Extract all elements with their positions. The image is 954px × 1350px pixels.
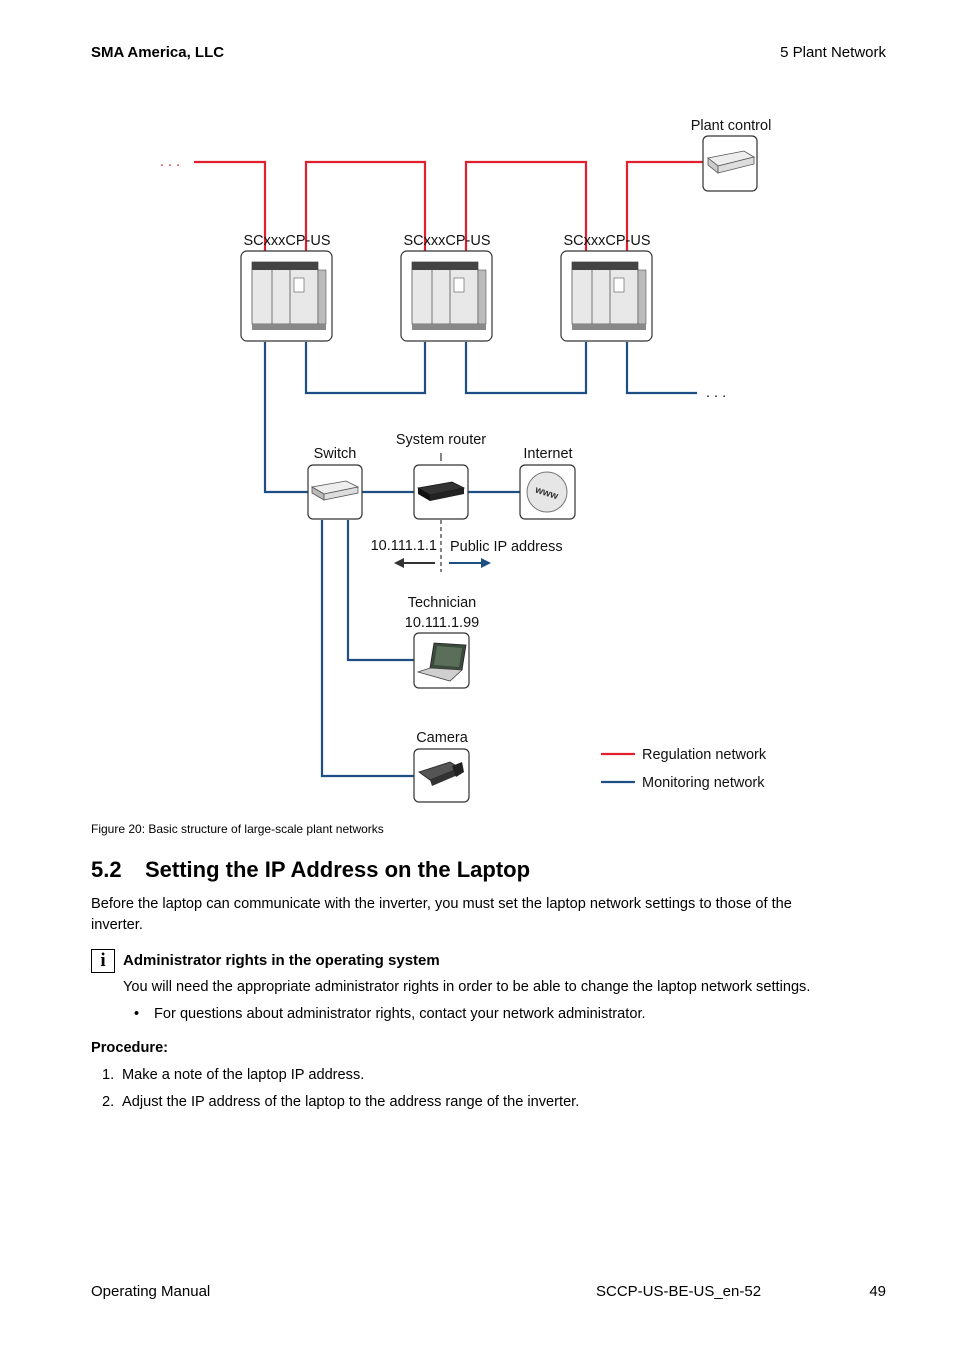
legend-regulation-label: Regulation network: [642, 747, 767, 763]
step-number: 1.: [102, 1067, 115, 1083]
camera-device: [413, 748, 470, 803]
switch-label: Switch: [314, 446, 357, 462]
procedure-step: 1. Make a note of the laptop IP address.: [102, 1067, 364, 1083]
system-router-device: [413, 464, 469, 520]
step-number: 2.: [102, 1094, 115, 1110]
legend-monitoring-label: Monitoring network: [642, 775, 765, 791]
technician-label: Technician: [408, 595, 477, 611]
legend: Regulation network Monitoring network: [601, 747, 767, 791]
info-bullet-text: For questions about administrator rights…: [154, 1006, 646, 1022]
section-number: 5.2: [91, 857, 122, 882]
internet-label: Internet: [523, 446, 572, 462]
network-diagram: . . . . . . Plant control SCxxxCP-US SCx…: [160, 118, 772, 803]
inverter-3-label: SCxxxCP-US: [563, 233, 650, 249]
footer-manual-type: Operating Manual: [91, 1283, 211, 1300]
inverter-2: [400, 250, 493, 342]
camera-label: Camera: [416, 730, 469, 746]
info-bullet: • For questions about administrator right…: [134, 1006, 646, 1022]
internet-icon: www: [519, 464, 576, 520]
footer-doc-id: SCCP-US-BE-US_en-52: [596, 1283, 762, 1300]
public-arrow: [449, 558, 491, 568]
local-ip-label: 10.111.1.1: [371, 538, 437, 554]
local-arrow: [394, 558, 435, 568]
inverter-2-label: SCxxxCP-US: [403, 233, 490, 249]
laptop-device: [413, 632, 470, 689]
monitoring-ellipsis: . . .: [706, 385, 726, 401]
plant-control-device: [702, 135, 758, 192]
inverter-3: [560, 250, 653, 342]
regulation-ellipsis: . . .: [160, 154, 180, 170]
section-title: Setting the IP Address on the Laptop: [145, 857, 531, 882]
monitoring-network-lines: [263, 342, 697, 778]
section-heading: 5.2 Setting the IP Address on the Laptop: [91, 857, 530, 883]
procedure-label: Procedure:: [91, 1040, 169, 1056]
info-title: Administrator rights in the operating sy…: [123, 952, 440, 969]
header-section: 5 Plant Network: [780, 44, 886, 61]
footer-page-number: 49: [869, 1283, 886, 1300]
bullet-dot: •: [134, 1006, 140, 1022]
technician-ip-label: 10.111.1.99: [405, 615, 479, 631]
intro-paragraph: Before the laptop can communicate with t…: [91, 896, 792, 933]
inverter-1: [240, 250, 333, 342]
public-ip-label: Public IP address: [450, 539, 563, 555]
regulation-network-lines: [194, 160, 703, 251]
system-router-label: System router: [396, 432, 486, 448]
switch-device: [307, 464, 363, 520]
step-text: Adjust the IP address of the laptop to t…: [122, 1094, 580, 1110]
step-text: Make a note of the laptop IP address.: [122, 1067, 365, 1083]
info-body: You will need the appropriate administra…: [123, 979, 811, 995]
info-icon: i: [91, 949, 115, 973]
plant-control-label: Plant control: [691, 118, 772, 134]
header-company: SMA America, LLC: [91, 44, 225, 61]
figure-caption: Figure 20: Basic structure of large-scal…: [91, 822, 384, 836]
procedure-step: 2. Adjust the IP address of the laptop to…: [102, 1094, 579, 1110]
inverter-1-label: SCxxxCP-US: [243, 233, 330, 249]
